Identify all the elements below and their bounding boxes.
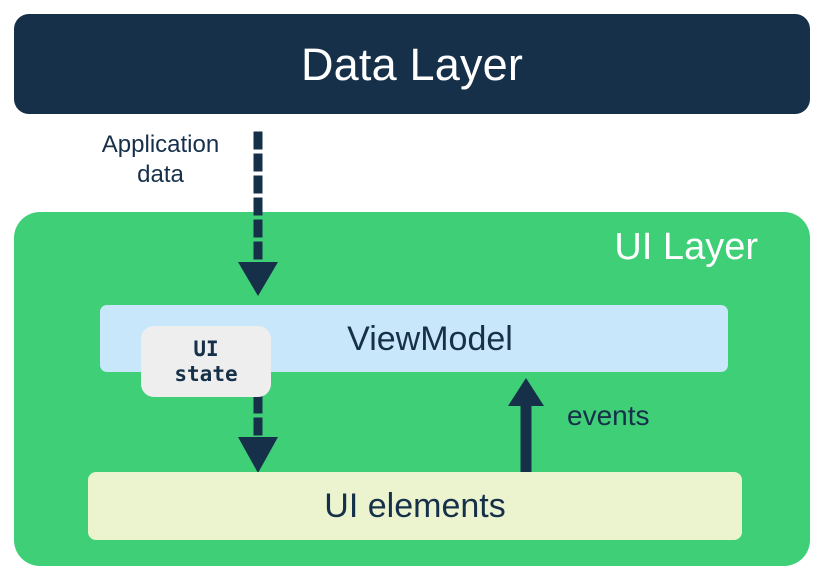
data-layer-box: Data Layer (14, 14, 810, 114)
application-data-label-line1: Application (101, 131, 220, 158)
application-data-label: Application data (78, 130, 243, 191)
viewmodel-label: ViewModel (347, 319, 513, 358)
data-layer-label: Data Layer (300, 38, 524, 90)
application-data-label-line2: data (137, 161, 184, 189)
ui-state-badge: UI state (141, 326, 271, 397)
ui-state-badge-line2: state (174, 362, 238, 386)
ui-state-badge-line1: UI (193, 336, 219, 361)
ui-layer-label: UI Layer (614, 226, 758, 268)
ui-elements-box: UI elements (88, 472, 742, 540)
events-label: events (567, 400, 650, 431)
ui-elements-label: UI elements (324, 487, 506, 525)
